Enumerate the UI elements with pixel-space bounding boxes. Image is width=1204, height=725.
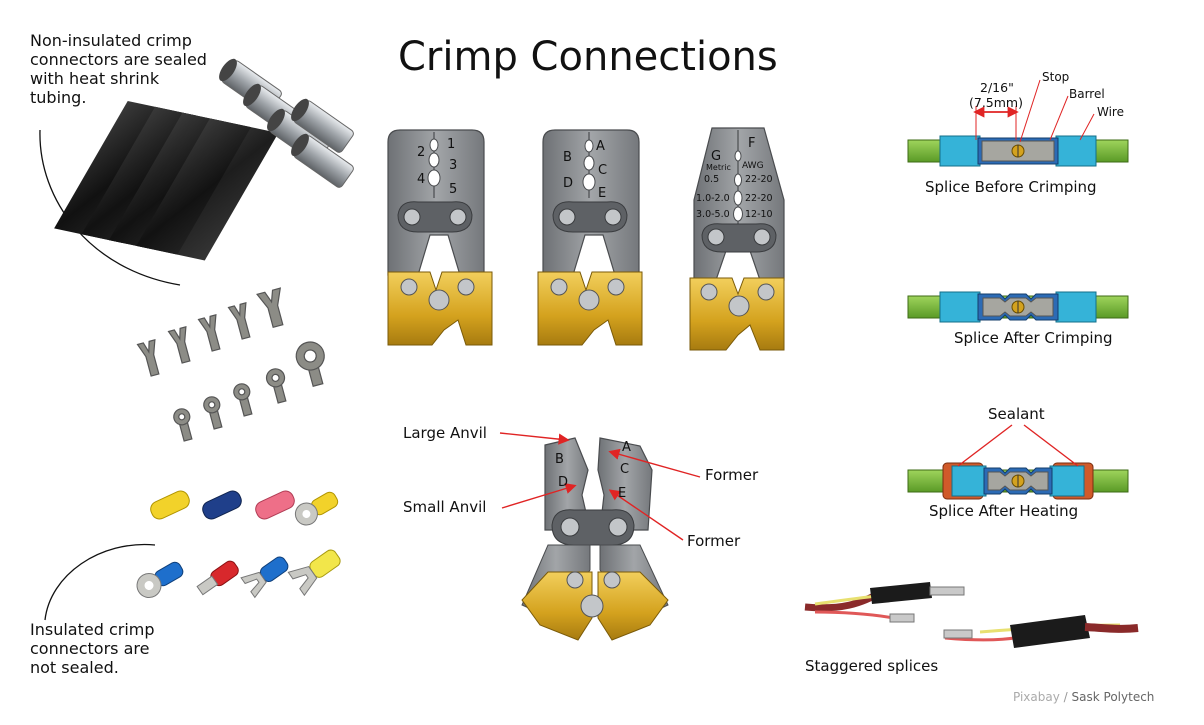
tool3-awg-0: 22-20 <box>745 174 773 185</box>
small-anvil-label: Small Anvil <box>403 498 487 516</box>
staggered-splices <box>804 582 1139 648</box>
splice-after-heat-caption: Splice After Heating <box>929 502 1079 520</box>
large-tool-arrows <box>499 432 701 541</box>
former-label-2: Former <box>687 532 741 550</box>
former-label-1: Former <box>705 466 759 484</box>
page-title: Crimp Connections <box>398 34 778 80</box>
heat-shrink-illustration <box>39 58 354 286</box>
large-tool-label-b: B <box>555 452 564 467</box>
large-tool-label-d: D <box>558 475 569 490</box>
image-credit: Pixabay / Sask Polytech <box>1013 690 1154 704</box>
tool3-metric-2: 3.0-5.0 <box>696 209 730 220</box>
credit-author: Sask Polytech <box>1071 690 1155 704</box>
insulated-terminals <box>44 490 341 621</box>
splice-after-heating <box>907 424 1129 500</box>
crimp-tool-1 <box>387 129 493 346</box>
tool3-metric-1: 1.0-2.0 <box>696 193 730 204</box>
dimension-label: 2/16" <box>980 80 1014 95</box>
tool2-label-a: A <box>596 139 605 154</box>
tool2-label-c: C <box>598 163 608 178</box>
tool3-label-g: G <box>711 149 722 164</box>
tool3-metric-0: 0.5 <box>704 174 720 185</box>
splice-before-crimping <box>907 79 1129 167</box>
large-tool-label-e: E <box>618 486 627 501</box>
sealant-label: Sealant <box>988 405 1045 423</box>
tool3-awg-1: 22-20 <box>745 193 773 204</box>
insulated-note: Insulated crimp connectors are not seale… <box>30 620 155 677</box>
tool3-awg-2: 12-10 <box>745 209 773 220</box>
staggered-splices-caption: Staggered splices <box>805 657 939 675</box>
credit-source: Pixabay <box>1013 690 1060 704</box>
wire-label: Wire <box>1097 105 1124 119</box>
large-anvil-label: Large Anvil <box>403 424 487 442</box>
stop-label: Stop <box>1042 70 1070 84</box>
tool1-label-4: 4 <box>417 172 426 187</box>
tool3-label-f: F <box>748 136 756 151</box>
tool1-label-2: 2 <box>417 145 426 160</box>
large-tool-label-a: A <box>622 440 631 455</box>
crimp-tool-3 <box>689 127 785 351</box>
splice-after-crimping <box>907 291 1129 323</box>
splice-before-caption: Splice Before Crimping <box>925 178 1097 196</box>
crimp-tool-2 <box>537 129 643 346</box>
tool1-label-1: 1 <box>447 137 456 152</box>
tool1-label-5: 5 <box>449 182 458 197</box>
splice-after-crimp-caption: Splice After Crimping <box>954 329 1113 347</box>
tool2-label-e: E <box>598 186 607 201</box>
tool2-label-d: D <box>563 176 574 191</box>
tool1-label-3: 3 <box>449 158 458 173</box>
pointer-curve-bottom <box>44 543 156 621</box>
tool2-label-b: B <box>563 150 572 165</box>
dimension-metric-label: (7.5mm) <box>969 95 1023 110</box>
butt-connectors <box>219 58 354 188</box>
large-crimp-tool <box>521 437 669 641</box>
non-insulated-terminals <box>136 287 325 442</box>
large-tool-label-c: C <box>620 462 630 477</box>
credit-separator: / <box>1063 690 1068 704</box>
barrel-label: Barrel <box>1069 87 1105 101</box>
non-insulated-note: Non-insulated crimp connectors are seale… <box>30 31 207 107</box>
tool3-metric-header: Metric <box>706 163 731 172</box>
tool3-awg-header: AWG <box>742 161 764 171</box>
